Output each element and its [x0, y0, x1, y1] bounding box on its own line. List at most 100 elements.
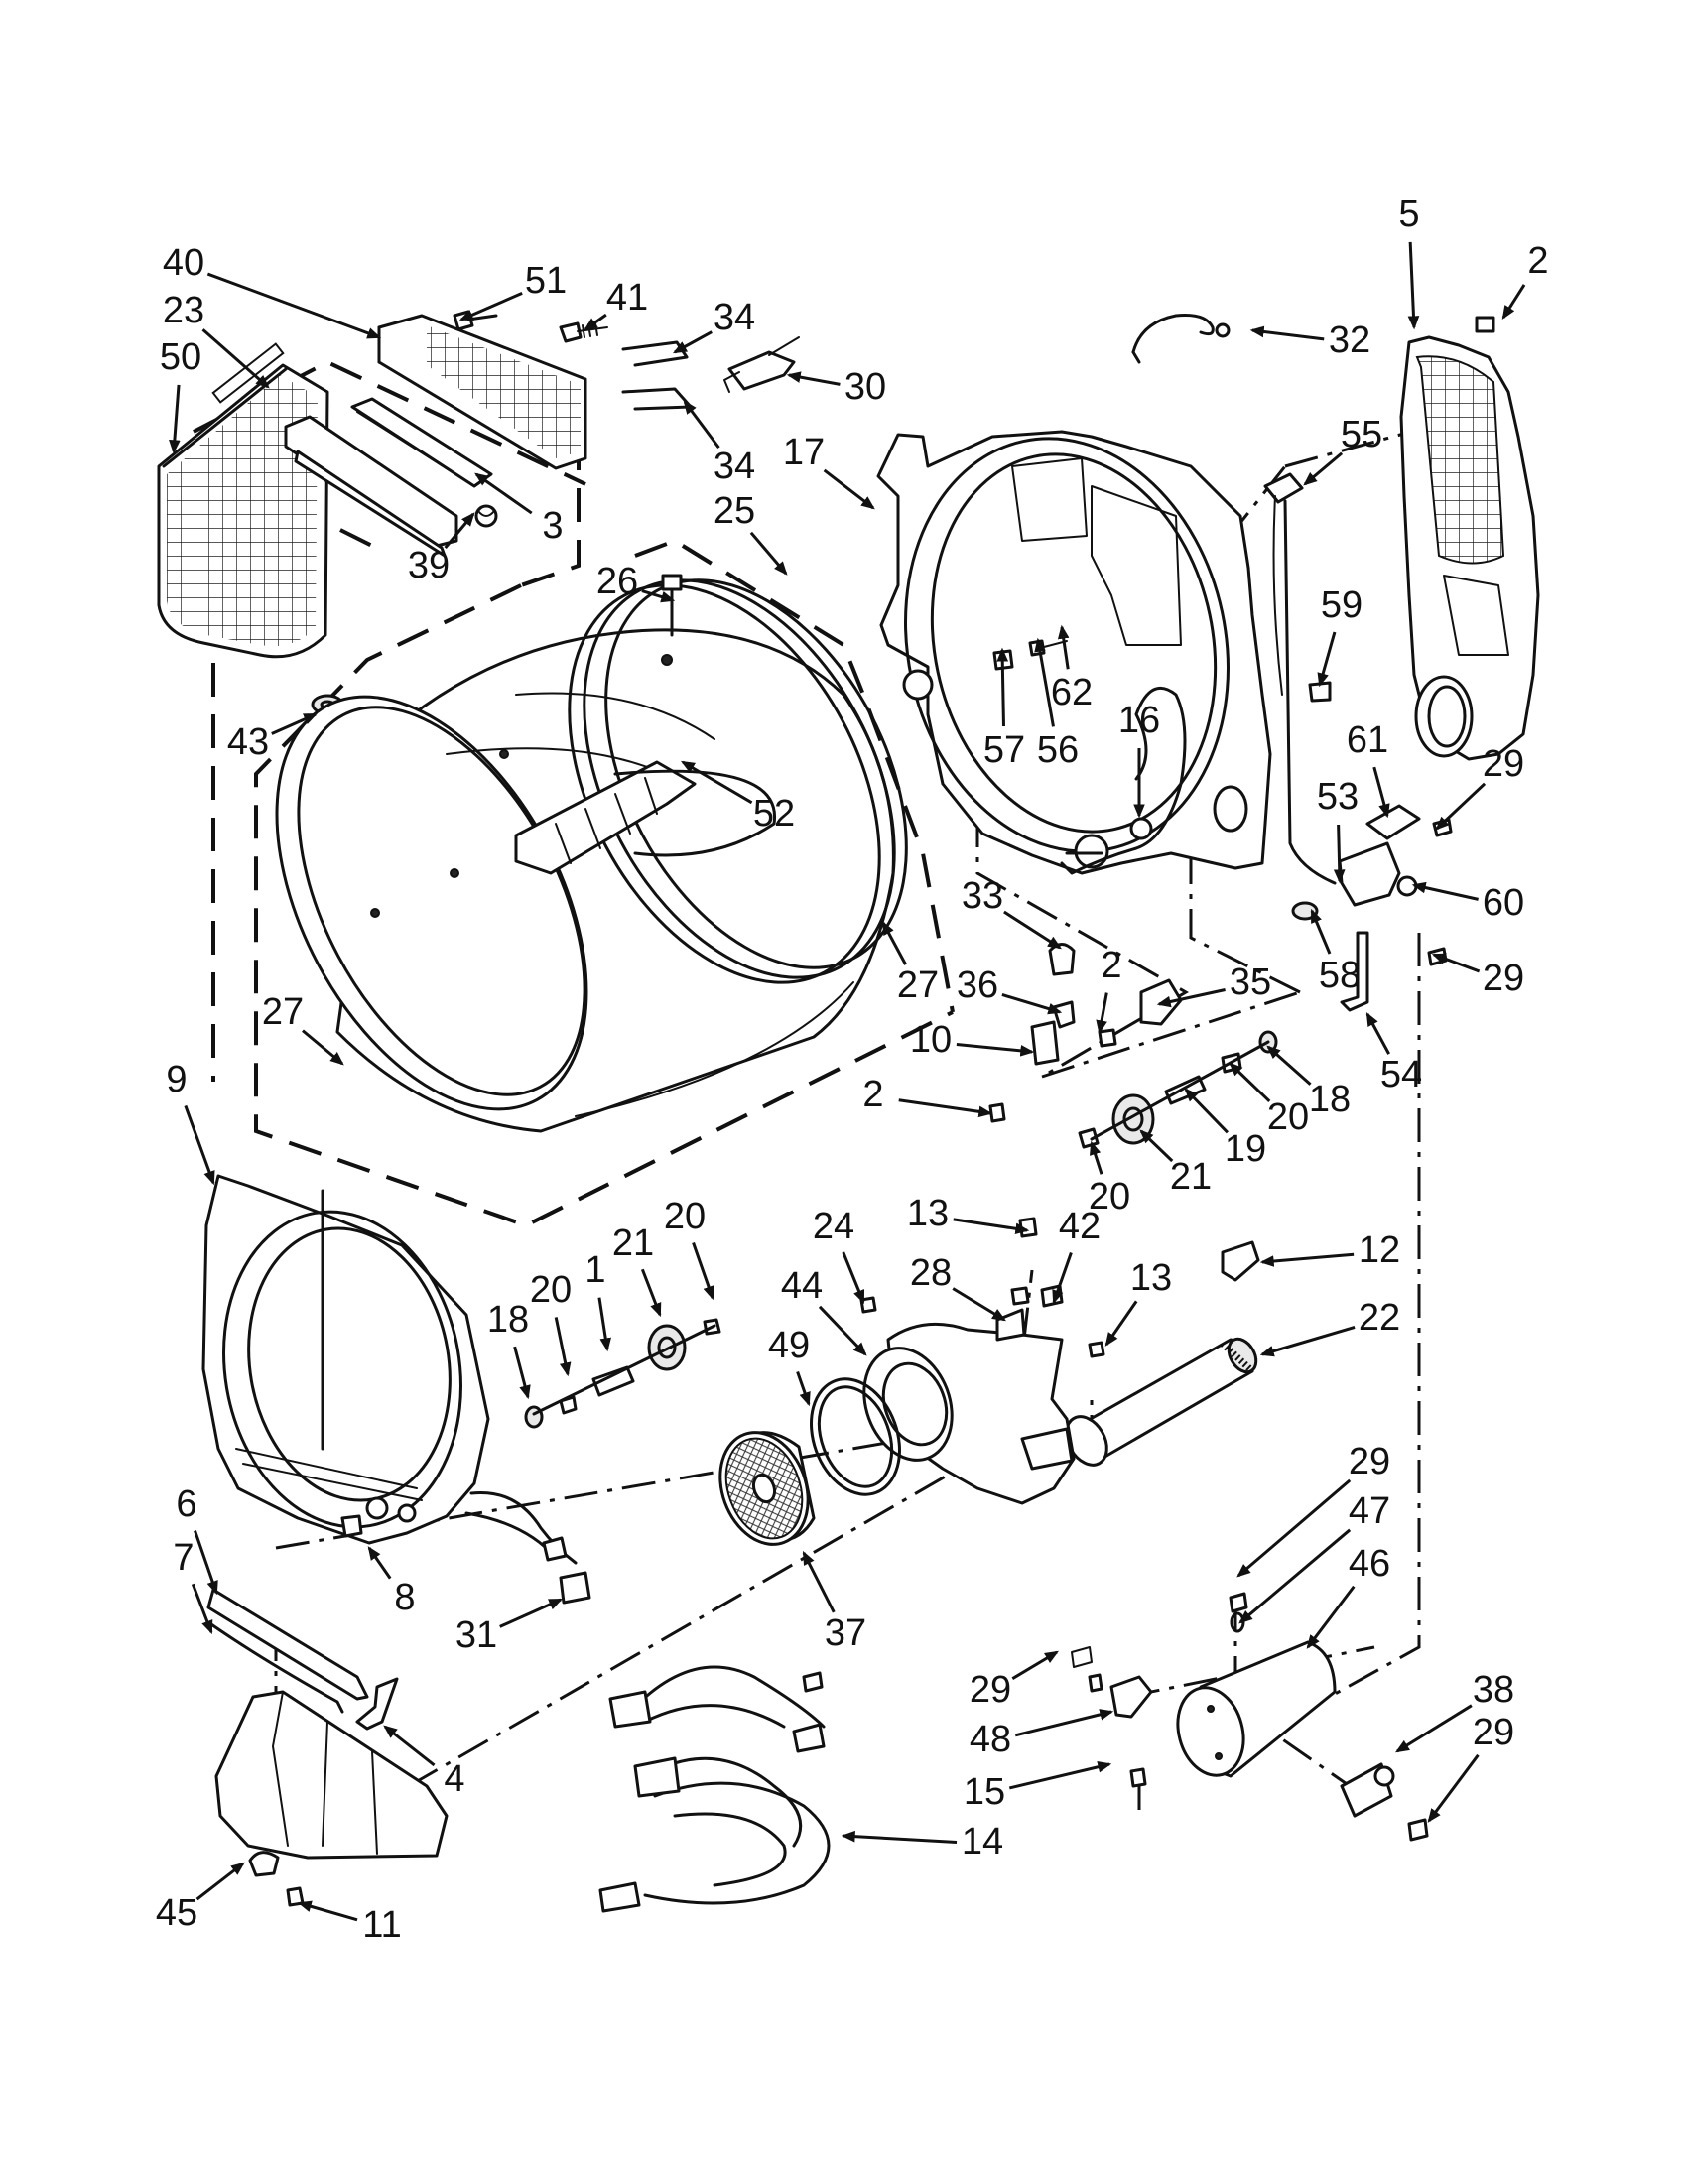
- callout-number: 48: [970, 1719, 1011, 1760]
- callout-leader-arrow: [881, 920, 907, 965]
- callout-number: 26: [596, 561, 638, 602]
- callout-leader-arrow: [1259, 1252, 1355, 1267]
- callout-number: 55: [1341, 414, 1382, 455]
- callout-28: 28: [910, 1252, 1006, 1322]
- callout-leader-arrow: [184, 1104, 215, 1186]
- callout-leader-arrow: [1104, 1300, 1138, 1347]
- callout-number: 57: [983, 729, 1025, 771]
- callout-number: 18: [1309, 1079, 1351, 1120]
- callout-leader-arrow: [1139, 1129, 1174, 1163]
- callout-45: 45: [156, 1862, 245, 1934]
- callout-number: 59: [1321, 584, 1363, 626]
- callout-leader-arrow: [302, 1029, 344, 1066]
- callout-number: 29: [1349, 1441, 1390, 1482]
- callout-34: 34: [683, 400, 755, 487]
- callout-leader-arrow: [786, 371, 841, 386]
- callout-number: 56: [1037, 729, 1079, 771]
- front-seal-parts: [206, 1588, 399, 1731]
- callout-leader-arrow: [953, 1218, 1030, 1235]
- callout-leader-arrow: [1184, 1088, 1229, 1134]
- callout-leader-arrow: [1431, 953, 1481, 973]
- door-switch-parts: [988, 943, 1183, 1123]
- callout-leader-arrow: [1090, 1140, 1103, 1175]
- main-wire-harness-part-14: [598, 1665, 831, 1913]
- callout-56: 56: [1034, 637, 1079, 771]
- callout-52: 52: [680, 760, 795, 835]
- callout-number: 19: [1225, 1128, 1266, 1170]
- callout-number: 4: [444, 1758, 464, 1800]
- callout-22: 22: [1259, 1297, 1400, 1357]
- callout-17: 17: [783, 432, 875, 510]
- callout-24: 24: [813, 1206, 865, 1305]
- callout-leader-arrow: [1427, 1753, 1480, 1823]
- callout-number: 29: [1483, 743, 1524, 785]
- callout-13: 13: [1104, 1257, 1172, 1347]
- callout-leader-arrow: [1052, 1252, 1073, 1305]
- callout-leader-arrow: [1303, 451, 1344, 486]
- callout-number: 41: [606, 277, 648, 319]
- callout-leader-arrow: [513, 1346, 531, 1400]
- callout-leader-arrow: [796, 1371, 811, 1407]
- callout-leader-arrow: [1011, 1650, 1060, 1680]
- callout-leader-arrow: [823, 468, 875, 510]
- callout-number: 13: [1130, 1257, 1172, 1299]
- callout-12: 12: [1259, 1229, 1400, 1271]
- callout-4: 4: [383, 1725, 465, 1800]
- blower-housing-part-44: [859, 1217, 1105, 1505]
- callout-number: 2: [862, 1074, 883, 1115]
- callout-leader-arrow: [640, 1268, 662, 1318]
- rear-duct-panel-part-5: [1399, 316, 1540, 761]
- callout-number: 21: [612, 1222, 654, 1264]
- callout-leader-arrow: [383, 1725, 436, 1767]
- callout-50: 50: [160, 336, 201, 454]
- callout-20: 20: [1229, 1062, 1309, 1138]
- callout-8: 8: [367, 1546, 416, 1618]
- callout-53: 53: [1317, 776, 1359, 884]
- callout-leader-arrow: [1407, 241, 1420, 330]
- callout-leader-arrow: [474, 472, 533, 515]
- callout-number: 54: [1380, 1054, 1422, 1095]
- callout-number: 21: [1170, 1156, 1212, 1198]
- callout-40: 40: [163, 242, 382, 339]
- callout-leader-arrow: [584, 313, 607, 331]
- callout-number: 34: [714, 297, 755, 338]
- callout-29: 29: [1236, 1441, 1390, 1578]
- callout-number: 61: [1347, 719, 1388, 761]
- callout-37: 37: [802, 1550, 866, 1654]
- callout-number: 22: [1359, 1297, 1400, 1339]
- thermistor-part-55: [1263, 472, 1337, 885]
- callout-leader-arrow: [1014, 1709, 1114, 1737]
- callout-leader-arrow: [841, 1830, 958, 1845]
- callout-14: 14: [841, 1821, 1003, 1863]
- callout-number: 53: [1317, 776, 1359, 818]
- callout-49: 49: [768, 1325, 811, 1407]
- callout-number: 51: [525, 260, 567, 302]
- callout-leader-arrow: [297, 1900, 358, 1922]
- callout-6: 6: [176, 1483, 218, 1596]
- callout-leader-arrow: [597, 1297, 611, 1352]
- callout-leader-arrow: [201, 328, 270, 389]
- callout-leader-arrow: [1249, 325, 1325, 341]
- callout-61: 61: [1347, 719, 1390, 819]
- callout-44: 44: [781, 1265, 867, 1356]
- callout-leader-arrow: [1003, 910, 1062, 950]
- callout-number: 10: [910, 1019, 952, 1061]
- callout-36: 36: [957, 964, 1063, 1015]
- callout-20: 20: [530, 1269, 572, 1377]
- callout-leader-arrow: [194, 1530, 218, 1596]
- callout-leader-arrow: [683, 400, 720, 450]
- callout-number: 2: [1527, 240, 1548, 282]
- callout-number: 44: [781, 1265, 823, 1307]
- callout-leader-arrow: [444, 512, 475, 549]
- callout-leader-arrow: [1306, 1585, 1356, 1649]
- callout-leader-arrow: [1057, 624, 1070, 670]
- callout-leader-arrow: [996, 647, 1009, 727]
- lint-housing-cover-part-40: [377, 314, 587, 470]
- callout-number: 62: [1051, 672, 1093, 713]
- callout-27: 27: [262, 991, 344, 1066]
- clip-part-59: [1308, 681, 1332, 703]
- callout-20: 20: [1089, 1140, 1130, 1218]
- callout-leader-arrow: [842, 1251, 865, 1305]
- callout-7: 7: [173, 1537, 213, 1635]
